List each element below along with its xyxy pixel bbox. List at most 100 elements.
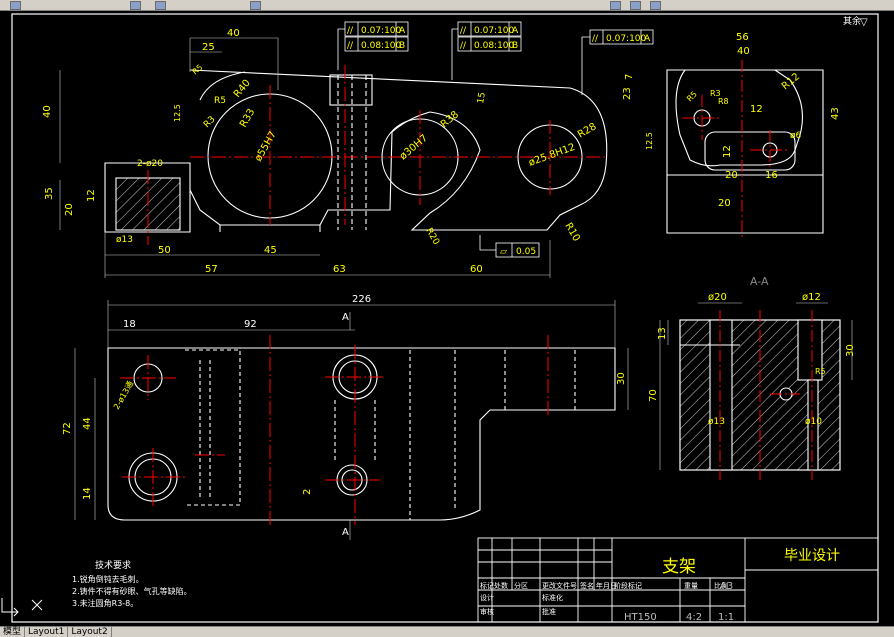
svg-text:R5: R5 [191,63,205,77]
svg-text:60: 60 [470,264,483,275]
svg-text:R5: R5 [214,96,226,106]
svg-text://: // [347,41,354,51]
svg-text:审核: 审核 [480,607,494,616]
top-view-dim-text: 226 18 92 72 44 14 2 30 2-ø13通 A A [62,294,627,538]
corner-mark: 其余 [843,15,861,27]
svg-text:0.07:100: 0.07:100 [606,34,647,44]
drawing-canvas[interactable]: 其余 ▽ 40 25 [0,10,894,626]
svg-text:2-ø20: 2-ø20 [137,159,163,169]
part-name: 支架 [662,557,696,577]
svg-text:30: 30 [845,344,856,357]
svg-text:40: 40 [227,28,240,39]
svg-text:A: A [399,26,406,36]
svg-text:阶段标记: 阶段标记 [614,581,642,590]
svg-text:B: B [399,41,405,51]
svg-text:A: A [342,312,349,323]
svg-text:更改文件号: 更改文件号 [542,581,577,590]
svg-text://: // [347,26,354,36]
section-dim-text: ø20 ø12 13 30 70 ø13 ø10 R5 [648,292,856,427]
svg-text:20: 20 [64,203,75,216]
svg-text:R38: R38 [439,109,461,130]
toolbar-button[interactable] [250,1,261,10]
tab-model[interactable]: 模型 [0,627,26,637]
svg-text:50: 50 [158,245,171,256]
svg-text:18: 18 [123,319,136,330]
svg-text:A: A [512,26,519,36]
toolbar-button[interactable] [630,1,641,10]
top-view-dims [74,300,629,540]
svg-text:35: 35 [44,187,55,200]
front-view-dims [59,37,551,278]
svg-text:A: A [644,34,651,44]
svg-text:12: 12 [750,104,763,115]
drawing-number: 4:2 [686,612,702,623]
svg-text:15: 15 [476,92,488,105]
svg-text:R12: R12 [780,71,802,92]
svg-text:57: 57 [205,264,218,275]
svg-text:ø25.8H12: ø25.8H12 [527,142,576,169]
svg-text:R5: R5 [685,90,699,104]
svg-text:7: 7 [624,74,635,80]
svg-text:R40: R40 [232,78,253,100]
svg-text:63: 63 [333,264,346,275]
svg-text:2: 2 [302,489,313,495]
svg-text:签名: 签名 [580,581,594,590]
toolbar-button[interactable] [650,1,661,10]
ucs-icon [1,598,43,617]
svg-text:12: 12 [86,189,97,202]
svg-text:12: 12 [722,145,733,158]
svg-text:0.05: 0.05 [516,247,536,257]
svg-text:ø6: ø6 [790,131,802,141]
tolerance-frames [337,21,654,258]
svg-text:0.07:100: 0.07:100 [361,26,402,36]
svg-text:R8: R8 [718,97,729,106]
svg-text:14: 14 [82,487,93,500]
section-label: A-A [750,275,769,288]
front-view-centerlines [147,65,605,245]
roughness-icon: ▽ [860,17,868,28]
svg-text:R28: R28 [576,121,599,140]
svg-text:R5: R5 [815,367,826,376]
svg-text:13: 13 [657,327,668,340]
svg-text:2.铸件不得有砂眼、气孔等缺陷。: 2.铸件不得有砂眼、气孔等缺陷。 [72,586,192,596]
svg-text:重量: 重量 [684,582,698,590]
svg-text:0.07:100: 0.07:100 [474,26,515,36]
svg-text:ø13: ø13 [116,235,133,245]
sheet-size: A3 [720,581,733,592]
tab-layout1[interactable]: Layout1 [25,627,69,637]
svg-text:比例: 比例 [714,581,728,590]
section-centerlines [719,310,813,480]
side-view-dim-text: 56 40 7 23 43 R12 R5 R3 R8 12 12.5 12 ø6… [622,32,841,209]
toolbar-strip [0,0,894,11]
svg-text:20: 20 [725,170,738,181]
svg-text:A: A [342,527,349,538]
svg-text:ø20: ø20 [708,292,727,303]
svg-text:30: 30 [616,372,627,385]
toolbar-button[interactable] [130,1,141,10]
svg-text:标准化: 标准化 [542,593,563,602]
svg-text:45: 45 [264,245,277,256]
svg-text:16: 16 [765,170,778,181]
toolbar-button[interactable] [155,1,166,10]
svg-text:R33: R33 [238,107,257,130]
front-view [104,69,608,233]
svg-text:92: 92 [244,319,257,330]
svg-text://: // [460,41,467,51]
tab-layout2[interactable]: Layout2 [68,627,112,637]
svg-text:40: 40 [42,105,53,118]
svg-text:分区: 分区 [514,581,528,590]
section-dims [659,302,853,470]
tech-requirements: 技术要求 1.锐角倒钝去毛刺。 2.铸件不得有砂眼、气孔等缺陷。 3.未注圆角R… [72,559,192,608]
svg-text:设计: 设计 [480,593,494,602]
material: HT150 [624,612,657,623]
svg-text:批准: 批准 [542,607,556,616]
toolbar-button[interactable] [10,1,21,10]
svg-text:▱: ▱ [500,247,507,257]
svg-text:标记: 标记 [480,581,494,590]
svg-text:技术要求: 技术要求 [95,559,131,571]
svg-text:56: 56 [736,32,749,43]
svg-text:处数: 处数 [494,581,508,590]
toolbar-button[interactable] [610,1,621,10]
scale: 1:1 [718,612,734,623]
